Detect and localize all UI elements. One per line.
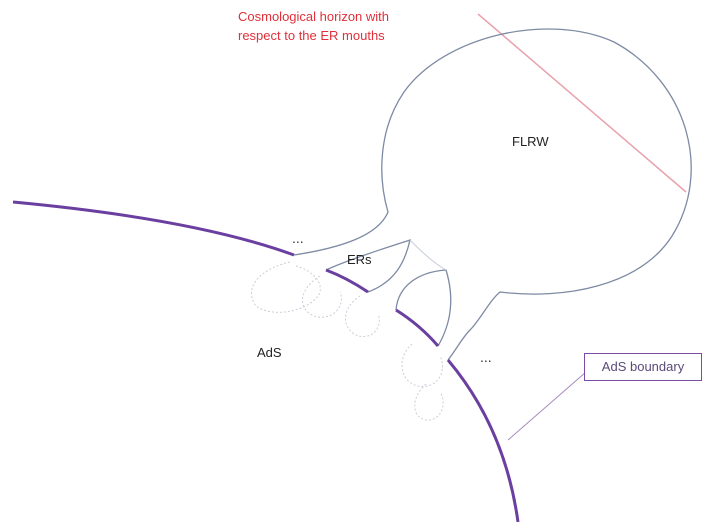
faint-sketch-3 [345,295,380,337]
ads-boundary-curve-1 [12,200,295,257]
faint-sketch-4 [401,343,443,388]
er-throat-connector [409,239,447,271]
ads-boundary-label: AdS boundary [584,353,702,381]
ads-label: AdS [257,345,282,360]
ads-boundary-curve-3 [395,308,440,347]
ellipsis-marker-right: ... [480,349,492,365]
ellipsis-marker-left: ... [292,230,304,246]
cosmological-horizon-line [477,13,687,193]
er-throat-upper [325,239,411,293]
flrw-label: FLRW [512,134,549,149]
flrw-bubble-outline [293,28,692,361]
horizon-label-line-2: respect to the ER mouths [238,28,385,43]
ads-boundary-curve-2 [325,268,369,294]
cosmological-horizon-label: Cosmological horizon with respect to the… [238,7,389,45]
ads-boundary-curve-4 [446,359,520,522]
faint-sketch-1 [251,261,321,313]
faint-sketch-2 [302,275,342,318]
horizon-label-line-1: Cosmological horizon with [238,9,390,24]
er-throat-lower [395,269,452,347]
ads-boundary-callout-line [507,371,587,441]
faint-sketch-5 [414,383,444,421]
ers-label: ERs [347,252,372,267]
